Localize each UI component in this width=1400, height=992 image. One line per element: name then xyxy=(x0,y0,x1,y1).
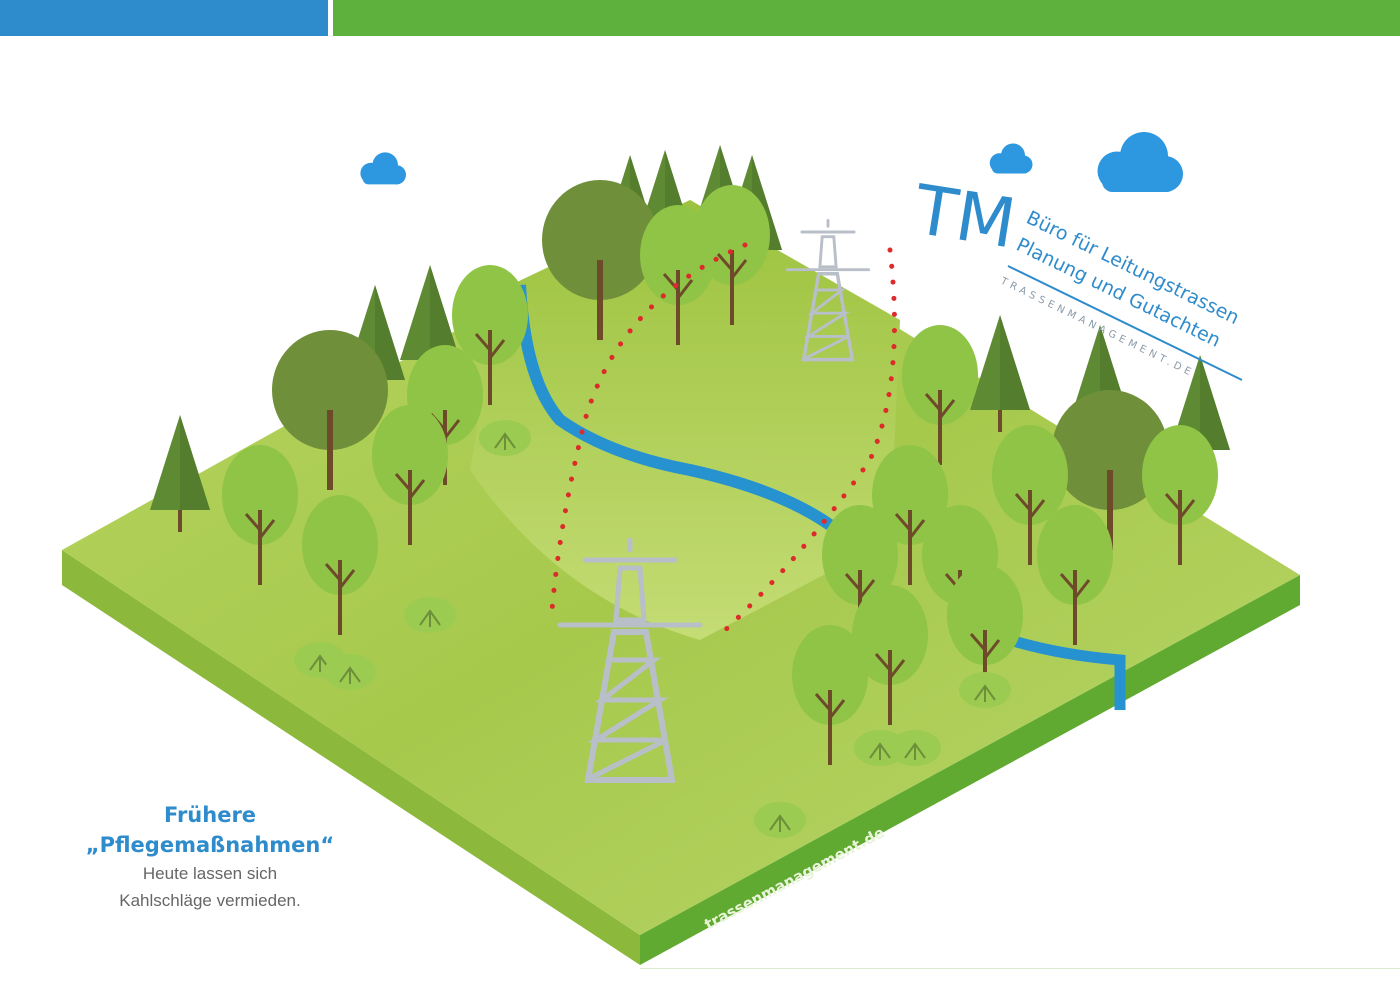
caption-title-line1: Frühere xyxy=(163,803,257,827)
cloud-icon xyxy=(989,143,1033,174)
ground-slab-left-side xyxy=(62,550,640,965)
footer-rule xyxy=(640,968,1400,969)
clearance-boundary-marker xyxy=(549,242,897,638)
logo-rule xyxy=(1007,265,1243,381)
river-icon xyxy=(514,284,834,530)
ground-slab-right-side xyxy=(640,575,1300,965)
header-accent-bar-green xyxy=(333,0,1400,36)
caption-block: Frühere „Pflegemaßnahmen“ Heute lassen s… xyxy=(30,800,390,914)
caption-title-line2: „Pflegemaßnahmen“ xyxy=(85,833,335,857)
caption-body-line2: Kahlschläge vermieden. xyxy=(119,891,301,910)
header-accent-bar-blue xyxy=(0,0,328,36)
hill-clearing xyxy=(470,200,900,640)
cloud-icon xyxy=(360,152,406,185)
river-outflow xyxy=(1008,634,1126,710)
caption-body-line1: Heute lassen sich xyxy=(142,864,278,883)
logo-initials: TM xyxy=(908,171,1020,265)
cloud-icon xyxy=(1097,132,1183,192)
